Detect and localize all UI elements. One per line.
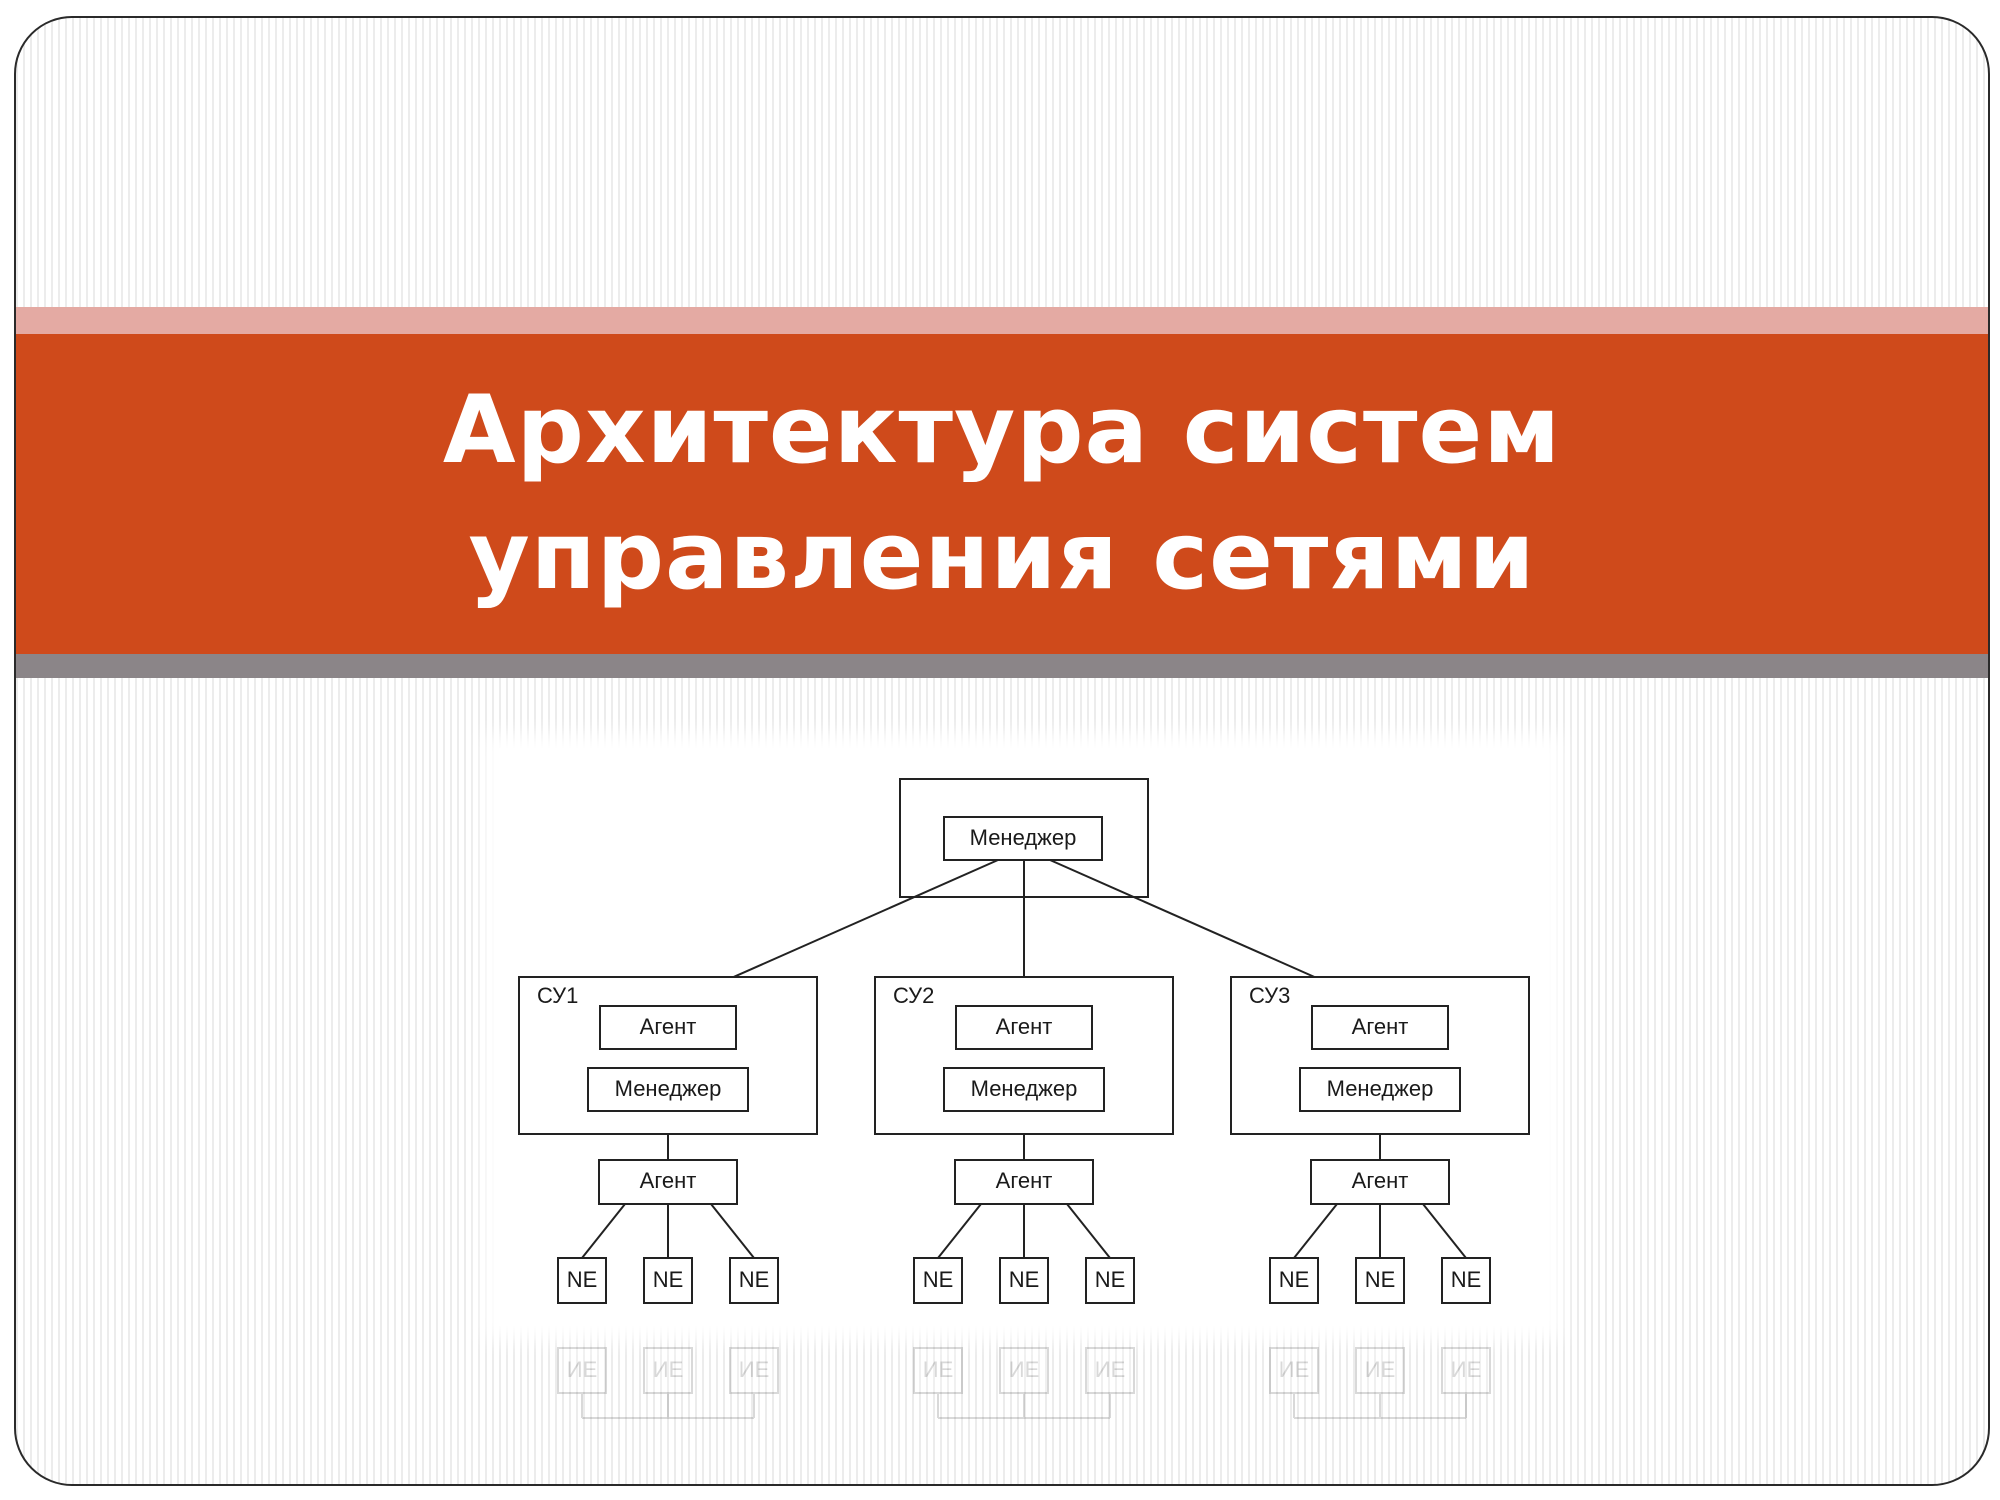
subsystem-1-reflection: ИЕ ИЕ ИЕ <box>557 1347 779 1419</box>
subsystem-3-name: СУ3 <box>1249 983 1290 1008</box>
subsystem-3-lower-agent-label: Агент <box>1352 1168 1409 1193</box>
subsystem-2-manager-box <box>943 1067 1105 1112</box>
title-band: Архитектура систем управления сетями <box>16 334 1988 654</box>
subsystem-1-reflection-box-2 <box>643 1347 693 1394</box>
subsystem-2-ne-2-box <box>999 1257 1049 1304</box>
subsystem-1-manager-label: Менеджер <box>615 1076 722 1101</box>
subsystem-1-ne-3-box <box>729 1257 779 1304</box>
subsystem-1-ne-3-label: NE <box>739 1267 770 1292</box>
top-manager-label: Менеджер <box>970 825 1077 850</box>
subsystem-1-reflection-label-2: ИЕ <box>653 1357 684 1382</box>
title-band-upper-stripe <box>16 307 1988 334</box>
subsystem-1-ne-2-label: NE <box>653 1267 684 1292</box>
subsystem-3-reflection: ИЕ ИЕ ИЕ <box>1269 1347 1491 1419</box>
title-band-lower-stripe <box>16 654 1988 678</box>
subsystem-1-lower-agent-box <box>598 1159 738 1205</box>
subsystem-1-ne-2-box <box>643 1257 693 1304</box>
subsystem-2-reflection-label-1: ИЕ <box>923 1357 954 1382</box>
subsystem-1-manager-box <box>587 1067 749 1112</box>
subsystem-3-reflection-box-2 <box>1355 1347 1405 1394</box>
subsystem-3-ne-1-label: NE <box>1279 1267 1310 1292</box>
slide-title: Архитектура систем управления сетями <box>443 368 1561 620</box>
subsystem-3-manager-box <box>1299 1067 1461 1112</box>
subsystem-1-reflection-label-1: ИЕ <box>567 1357 598 1382</box>
subsystem-2-ne-2-label: NE <box>1009 1267 1040 1292</box>
subsystem-3-ne-3-box <box>1441 1257 1491 1304</box>
subsystem-2-agent-label: Агент <box>996 1014 1053 1039</box>
subsystem-3-reflection-label-2: ИЕ <box>1365 1357 1396 1382</box>
subsystem-3-reflection-box-3 <box>1441 1347 1491 1394</box>
subsystem-1-name: СУ1 <box>537 983 578 1008</box>
subsystem-1-ne-1-box <box>557 1257 607 1304</box>
subsystem-2-reflection-label-2: ИЕ <box>1009 1357 1040 1382</box>
slide-title-line-1: Архитектура систем <box>442 376 1562 485</box>
subsystem-2-reflection-box-2 <box>999 1347 1049 1394</box>
subsystem-3-reflection-label-3: ИЕ <box>1451 1357 1482 1382</box>
subsystem-1-lower-agent-label: Агент <box>640 1168 697 1193</box>
subsystem-2-ne-1-label: NE <box>923 1267 954 1292</box>
subsystem-3-ne-2-box <box>1355 1257 1405 1304</box>
subsystem-2-reflection-box-1 <box>913 1347 963 1394</box>
subsystem-2-lower-agent-label: Агент <box>996 1168 1053 1193</box>
subsystem-2-agent-box <box>955 1005 1093 1050</box>
slide-title-line-2: управления сетями <box>468 502 1536 611</box>
subsystem-2-reflection: ИЕ ИЕ ИЕ <box>913 1347 1135 1419</box>
subsystem-3-reflection-label-1: ИЕ <box>1279 1357 1310 1382</box>
subsystem-3-manager-label: Менеджер <box>1327 1076 1434 1101</box>
subsystem-3-reflection-box-1 <box>1269 1347 1319 1394</box>
subsystem-1-agent-box <box>599 1005 737 1050</box>
subsystem-1-reflection-box-3 <box>729 1347 779 1394</box>
subsystem-2-ne-1-box <box>913 1257 963 1304</box>
subsystem-2-name: СУ2 <box>893 983 934 1008</box>
subsystem-3-agent-label: Агент <box>1352 1014 1409 1039</box>
subsystem-3-ne-3-label: NE <box>1451 1267 1482 1292</box>
subsystem-3-agent-box <box>1311 1005 1449 1050</box>
subsystem-2-ne-3-box <box>1085 1257 1135 1304</box>
subsystem-3-ne-3-link <box>1422 1203 1467 1259</box>
top-manager-box <box>943 816 1103 861</box>
subsystem-1-ne-1-link <box>581 1203 626 1259</box>
subsystem-2-reflection-box-3 <box>1085 1347 1135 1394</box>
subsystem-1-ne-3-link <box>710 1203 755 1259</box>
subsystem-2-reflection-label-3: ИЕ <box>1095 1357 1126 1382</box>
subsystem-2-ne-3-link <box>1066 1203 1111 1259</box>
subsystem-3-ne-1-link <box>1293 1203 1338 1259</box>
subsystem-1-agent-label: Агент <box>640 1014 697 1039</box>
subsystem-2-ne-3-label: NE <box>1095 1267 1126 1292</box>
subsystem-3-lower-agent-box <box>1310 1159 1450 1205</box>
subsystem-1-reflection-box-1 <box>557 1347 607 1394</box>
subsystem-2-manager-label: Менеджер <box>971 1076 1078 1101</box>
subsystem-3-ne-1-box <box>1269 1257 1319 1304</box>
subsystem-3-ne-2-label: NE <box>1365 1267 1396 1292</box>
subsystem-2-ne-1-link <box>937 1203 982 1259</box>
subsystem-1-ne-1-label: NE <box>567 1267 598 1292</box>
subsystem-1-reflection-label-3: ИЕ <box>739 1357 770 1382</box>
